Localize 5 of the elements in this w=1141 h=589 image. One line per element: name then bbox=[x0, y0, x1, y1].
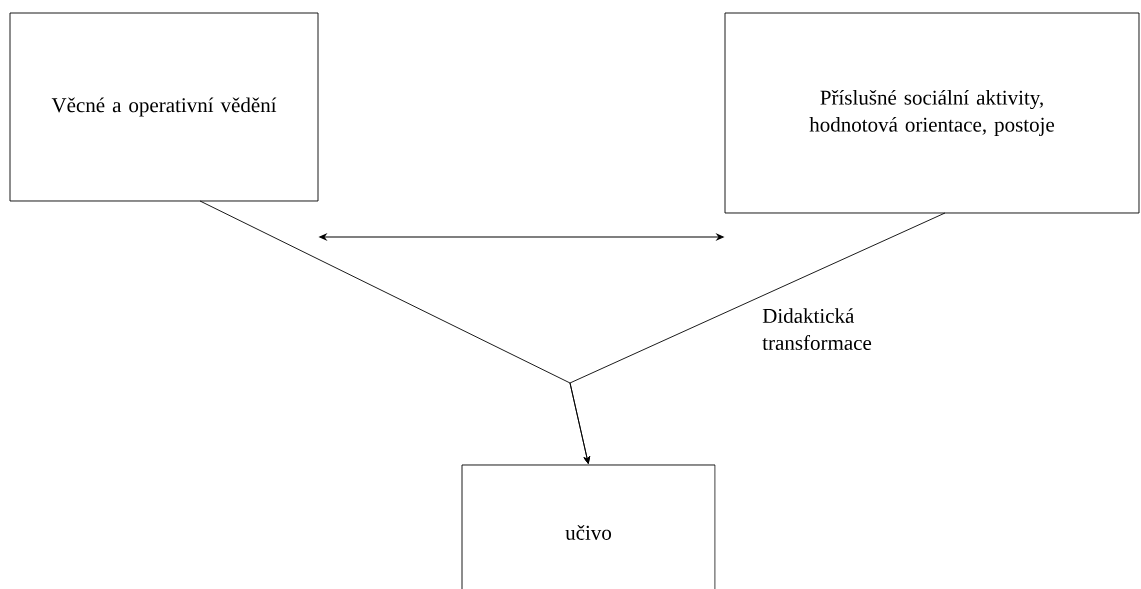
process-box: Příslušné sociální aktivity, hodnotová orientace, postoje bbox=[724, 12, 1140, 214]
process-box: učivo bbox=[461, 464, 716, 589]
process-box: Věcné a operativní vědění bbox=[9, 12, 319, 202]
annotation-text: Didaktická transformace bbox=[762, 308, 872, 350]
arrow bbox=[569, 212, 946, 464]
